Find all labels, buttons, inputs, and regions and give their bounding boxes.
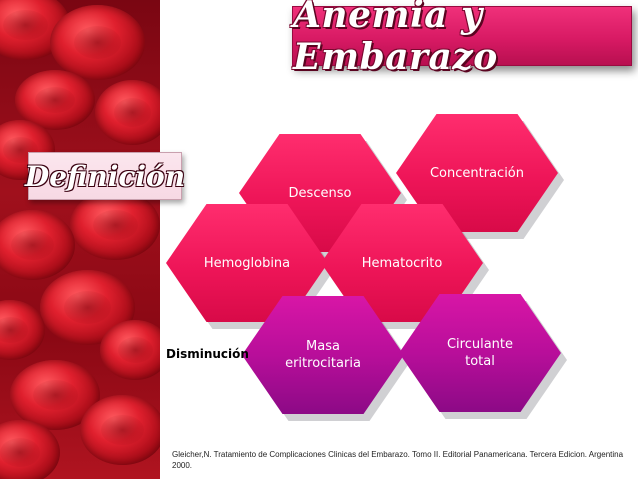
side-label: Disminución: [166, 347, 249, 361]
blood-cell-shape: [100, 320, 160, 380]
blood-cell-shape: [80, 395, 160, 465]
blood-cell-shape: [95, 80, 160, 145]
section-label: Definición: [24, 159, 186, 193]
red-blood-cells-image: [0, 0, 160, 479]
slide-title: Anemia y Embarazo: [293, 0, 498, 78]
hexagon-label: Concentración: [429, 165, 524, 181]
blood-cell-shape: [0, 300, 45, 360]
hexagon-label: Masa eritrocitaria: [285, 339, 361, 371]
section-banner: Definición: [24, 152, 186, 200]
hexagon-label: Hemoglobina: [203, 255, 291, 271]
blood-cell-shape: [0, 210, 75, 280]
title-banner: Anemia y Embarazo: [292, 0, 632, 78]
blood-cell-shape: [40, 270, 135, 345]
hexagon-label: Descenso: [288, 185, 352, 201]
blood-cell-shape: [70, 190, 160, 260]
hexagon-label: Circulante total: [446, 337, 514, 369]
hexagon-label: Hematocrito: [361, 255, 443, 271]
citation-text: Gleicher,N. Tratamiento de Complicacione…: [172, 450, 624, 470]
blood-cell-shape: [50, 5, 145, 80]
